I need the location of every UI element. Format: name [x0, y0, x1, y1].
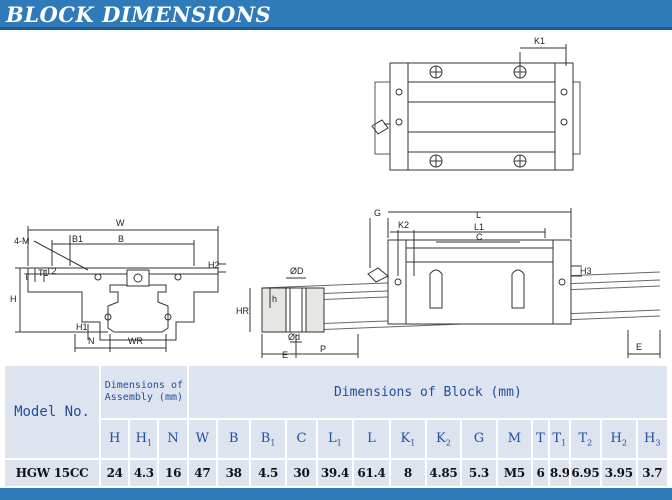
side-view	[249, 208, 661, 358]
front-view	[15, 226, 226, 352]
col-k2: K2	[424, 418, 463, 460]
grease-nipple-icon	[367, 267, 389, 283]
value-cell: 4.85	[424, 458, 463, 488]
value-cell: 39.4	[316, 458, 354, 488]
col-t1: T1	[547, 418, 571, 460]
col-h1: H1	[128, 418, 160, 460]
value-cell: 4.5	[249, 458, 287, 488]
block-header: Dimensions of Block (mm)	[186, 364, 670, 420]
header-bar: BLOCK DIMENSIONS	[0, 0, 672, 30]
col-l1: L1	[316, 418, 354, 460]
col-g: G	[460, 418, 498, 460]
value-cell: 8	[389, 458, 427, 488]
assembly-header: Dimensions of Assembly (mm)	[99, 364, 189, 420]
label-w: W	[116, 218, 125, 228]
front-view-rail	[107, 284, 169, 333]
label-k1: K1	[534, 36, 545, 46]
label-b: B	[118, 234, 124, 244]
top-view-block	[389, 62, 574, 171]
col-k1: K1	[389, 418, 427, 460]
table-row: HGW 15CC 24 4.3 16 47 38 4.5 30 39.4 61.…	[2, 458, 670, 488]
symbol-row: H H1 N W B B1 C L1 L K1 K2 G M T T1 T2 H…	[4, 418, 670, 460]
col-w: W	[186, 418, 218, 460]
label-hr: HR	[236, 306, 249, 316]
value-cell: 30	[284, 458, 319, 488]
value-cell: 16	[157, 458, 189, 488]
label-k2: K2	[398, 220, 409, 230]
label-od-small: Ød	[288, 332, 300, 342]
col-b: B	[215, 418, 252, 460]
label-t: T	[24, 272, 30, 282]
top-view-end-seal-left	[389, 62, 409, 171]
header-underline	[0, 27, 672, 30]
col-b1: B1	[249, 418, 287, 460]
col-h3: H3	[635, 418, 670, 460]
value-cell: M5	[495, 458, 534, 488]
value-cell: 4.3	[128, 458, 160, 488]
col-m: M	[495, 418, 534, 460]
label-h3: H3	[580, 266, 592, 276]
col-l: L	[351, 418, 392, 460]
label-t1: T1	[38, 268, 49, 278]
model-header: Model No.	[2, 364, 102, 460]
value-cell: 5.3	[460, 458, 498, 488]
label-n: N	[88, 336, 95, 346]
value-cell: 8.9	[547, 458, 571, 488]
value-cell: 6.95	[568, 458, 603, 488]
bolt-icon	[133, 273, 143, 283]
model-cell: HGW 15CC	[2, 458, 102, 488]
slot-icon	[511, 269, 525, 309]
label-e: E	[282, 350, 288, 360]
label-e-right: E	[636, 342, 642, 352]
page-title: BLOCK DIMENSIONS	[6, 2, 272, 27]
label-h-small: h	[272, 294, 277, 304]
dimension-table: Model No. Dimensions of Assembly (mm) Di…	[2, 364, 670, 488]
label-p: P	[320, 344, 326, 354]
col-n: N	[157, 418, 189, 460]
technical-drawing: K1 W B B1 4-M T T1 T2 H2 H H1 N WR G L K…	[10, 36, 661, 360]
label-c: C	[476, 232, 483, 242]
col-h2: H2	[600, 418, 638, 460]
value-cell: 38	[215, 458, 252, 488]
label-b1: B1	[72, 234, 83, 244]
footer-bar	[0, 488, 672, 500]
col-h: H	[99, 418, 131, 460]
value-cell: 61.4	[351, 458, 392, 488]
label-t2: T2	[46, 266, 57, 276]
side-view-block	[387, 239, 572, 325]
label-h2: H2	[208, 260, 220, 270]
front-view-block	[27, 267, 219, 341]
value-cell: 24	[99, 458, 131, 488]
col-t: T	[531, 418, 550, 460]
label-l: L	[476, 210, 481, 220]
col-t2: T2	[568, 418, 603, 460]
value-cell: 47	[186, 458, 218, 488]
grease-nipple-icon	[371, 119, 389, 135]
label-wr: WR	[128, 336, 143, 346]
col-c: C	[284, 418, 319, 460]
value-cell: 3.95	[600, 458, 638, 488]
value-cell: 6	[531, 458, 550, 488]
label-od: ØD	[290, 266, 304, 276]
label-g: G	[374, 208, 381, 218]
value-cell: 3.7	[635, 458, 670, 488]
top-view	[371, 44, 581, 171]
label-h: H	[10, 294, 17, 304]
slot-icon	[429, 269, 443, 309]
label-h1: H1	[76, 322, 88, 332]
label-l1: L1	[474, 222, 484, 232]
label-4m: 4-M	[14, 236, 30, 246]
top-view-end-seal-right	[554, 62, 574, 171]
